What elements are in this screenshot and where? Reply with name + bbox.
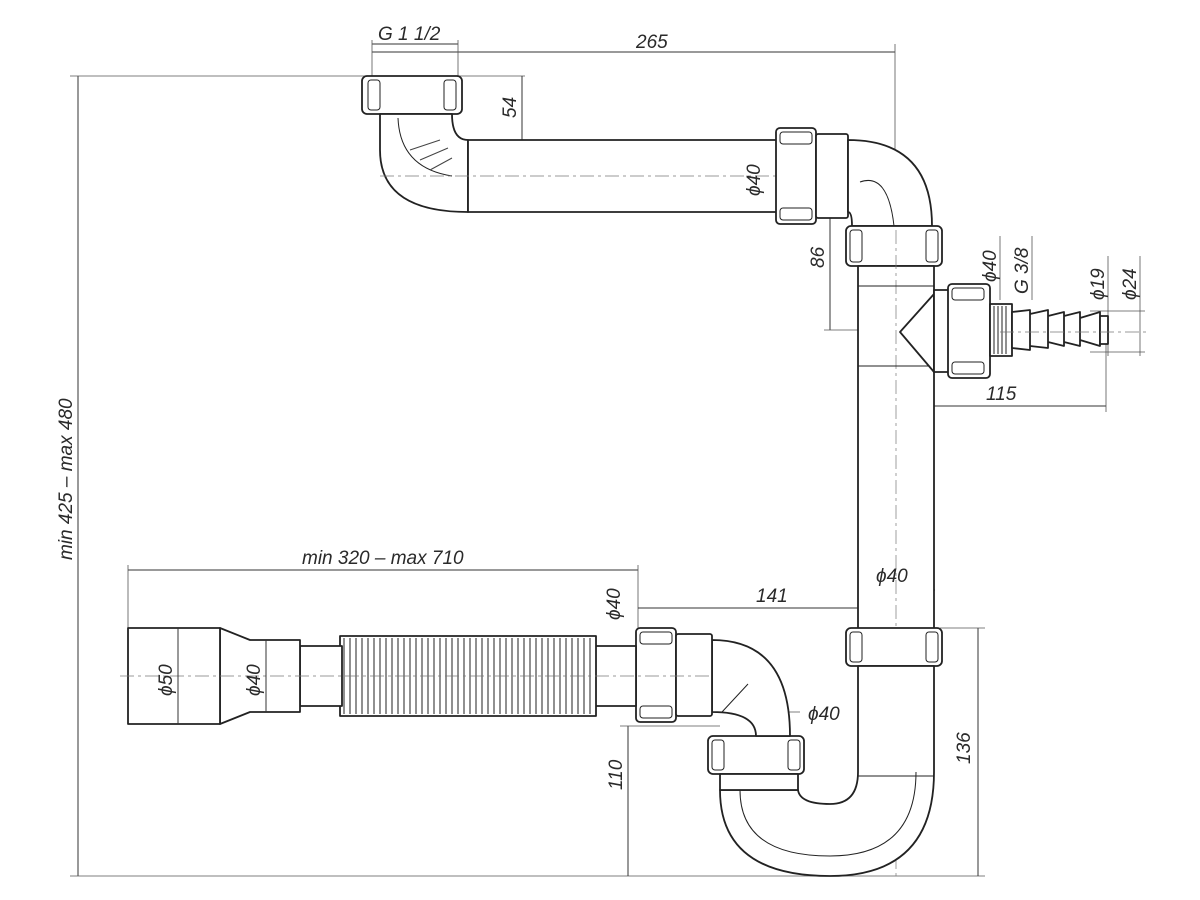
label-drop-86: 86 bbox=[808, 246, 829, 268]
label-dia-19: ϕ19 bbox=[1088, 268, 1109, 300]
s-trap bbox=[719, 665, 935, 877]
inlet-nut bbox=[361, 75, 463, 115]
label-height-range: min 425 – max 480 bbox=[56, 398, 77, 560]
hose-barb bbox=[1011, 309, 1101, 351]
flex-union-nut bbox=[635, 627, 677, 723]
label-dia-24: ϕ24 bbox=[1120, 268, 1141, 300]
label-dia-flex-end: ϕ40 bbox=[604, 588, 625, 620]
vertical-top-nut bbox=[845, 225, 943, 267]
label-dia-upper: ϕ40 bbox=[744, 164, 765, 196]
label-flex-range: min 320 – max 710 bbox=[302, 548, 464, 569]
upper-bend bbox=[847, 139, 933, 227]
vertical-bottom-nut bbox=[845, 627, 943, 667]
lower-elbow bbox=[711, 639, 791, 737]
label-thread-side: G 3/8 bbox=[1012, 247, 1033, 294]
pipe-assembly bbox=[120, 75, 1150, 880]
label-dia-trap: ϕ40 bbox=[808, 704, 840, 725]
label-dia-50: ϕ50 bbox=[156, 664, 177, 696]
label-inlet-height: 54 bbox=[500, 97, 521, 118]
labels: G 1 1/2 265 54 ϕ40 86 ϕ40 G 3/8 ϕ19 ϕ24 … bbox=[56, 24, 1141, 790]
label-dia-vertical: ϕ40 bbox=[876, 566, 908, 587]
label-offset-141: 141 bbox=[756, 586, 788, 607]
label-len-115: 115 bbox=[986, 384, 1017, 405]
inlet-elbow bbox=[379, 113, 469, 213]
label-height-136: 136 bbox=[954, 732, 975, 764]
label-thread-inlet: G 1 1/2 bbox=[378, 24, 441, 45]
upper-union-nut bbox=[775, 127, 817, 225]
side-threaded-fitting bbox=[989, 303, 1013, 357]
label-dia-adapter: ϕ40 bbox=[244, 664, 265, 696]
label-width-total: 265 bbox=[635, 32, 668, 53]
label-height-110: 110 bbox=[606, 759, 627, 790]
label-dia-side: ϕ40 bbox=[980, 250, 1001, 282]
trap-nut bbox=[707, 735, 805, 775]
